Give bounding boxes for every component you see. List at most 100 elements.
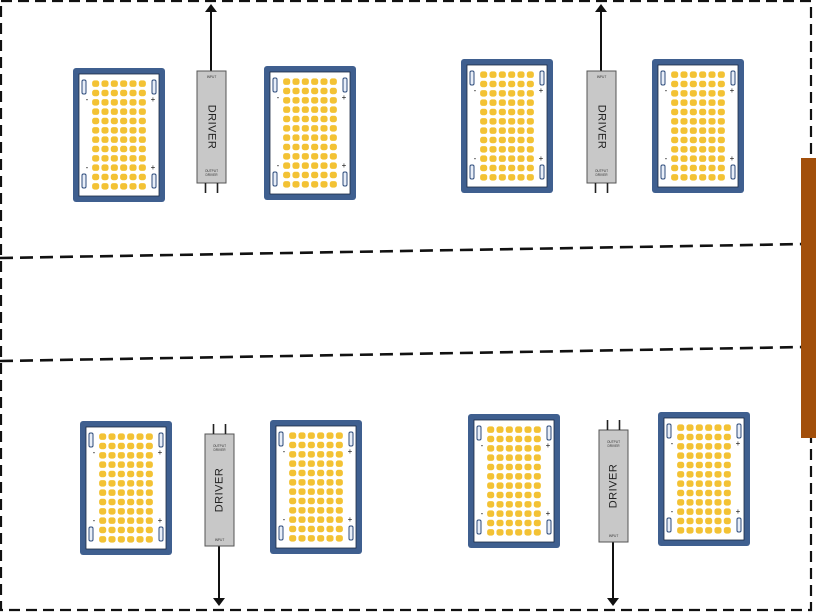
led <box>317 479 325 486</box>
led <box>99 480 107 487</box>
led <box>671 127 679 134</box>
led <box>498 136 506 144</box>
led <box>283 97 291 104</box>
led <box>515 482 523 489</box>
panel-board <box>275 425 357 549</box>
led <box>329 125 337 132</box>
led <box>508 118 516 125</box>
led <box>680 155 688 162</box>
led <box>680 90 688 97</box>
led <box>110 117 118 125</box>
led <box>689 127 697 134</box>
driver-output-sub: DRIVER <box>607 444 620 448</box>
led <box>705 527 713 534</box>
led <box>699 136 707 144</box>
led <box>99 508 107 515</box>
led <box>136 517 144 524</box>
led <box>136 526 144 534</box>
connector-tab <box>348 431 354 447</box>
led <box>705 517 713 525</box>
led <box>298 507 306 514</box>
led <box>714 480 722 487</box>
led <box>489 71 497 78</box>
led <box>480 90 488 97</box>
led <box>138 117 146 125</box>
led <box>283 171 291 179</box>
led <box>99 489 107 496</box>
led <box>489 174 497 181</box>
minus-sign-bottom: - <box>283 515 286 524</box>
led <box>317 525 325 533</box>
led <box>335 441 343 449</box>
connector-tab <box>158 432 164 448</box>
led <box>120 164 128 171</box>
panel-board <box>663 417 745 541</box>
led <box>686 527 694 534</box>
led <box>533 473 541 480</box>
led <box>524 510 532 517</box>
led <box>705 433 713 441</box>
led <box>92 117 100 125</box>
led <box>487 519 495 527</box>
led <box>717 155 725 162</box>
plus-sign-top: + <box>736 439 741 448</box>
led <box>320 97 328 104</box>
led <box>110 99 118 106</box>
led <box>311 153 319 160</box>
led <box>505 529 513 536</box>
led <box>524 519 532 527</box>
led <box>533 510 541 517</box>
led <box>326 479 334 486</box>
led <box>283 134 291 141</box>
led <box>145 470 153 478</box>
led <box>695 443 703 450</box>
led <box>526 80 534 88</box>
led <box>515 510 523 517</box>
led <box>129 136 137 143</box>
led <box>708 174 716 181</box>
led <box>517 118 525 125</box>
led <box>498 174 506 181</box>
led <box>699 127 707 134</box>
led <box>480 174 488 181</box>
plus-sign-bottom: + <box>539 154 544 163</box>
led <box>517 90 525 97</box>
led <box>307 479 315 486</box>
plus-sign-bottom: + <box>342 161 347 170</box>
connector-tab <box>476 425 482 441</box>
led <box>283 143 291 151</box>
led <box>705 461 713 469</box>
led <box>524 426 532 433</box>
led <box>117 433 125 440</box>
led <box>108 526 116 534</box>
driver-output-text: OUTPUT <box>595 169 608 173</box>
led <box>101 127 109 134</box>
led <box>292 181 300 188</box>
led <box>311 115 319 123</box>
minus-sign-top: - <box>93 448 96 457</box>
connector-tab <box>348 525 354 541</box>
led <box>320 153 328 160</box>
led <box>289 451 297 458</box>
led <box>714 508 722 515</box>
led <box>307 441 315 449</box>
led <box>101 173 109 181</box>
led-panel-left: +-+- <box>461 59 553 193</box>
led <box>708 127 716 134</box>
led <box>498 127 506 134</box>
connector-tab <box>539 70 545 86</box>
led <box>92 173 100 181</box>
led <box>508 90 516 97</box>
led <box>671 136 679 144</box>
led <box>335 479 343 486</box>
led <box>480 108 488 116</box>
led <box>487 454 495 461</box>
led <box>301 134 309 141</box>
led <box>695 424 703 431</box>
led <box>145 489 153 496</box>
led <box>695 461 703 469</box>
connector-tab <box>278 525 284 541</box>
led <box>110 89 118 97</box>
led <box>127 526 135 534</box>
led <box>717 118 725 125</box>
